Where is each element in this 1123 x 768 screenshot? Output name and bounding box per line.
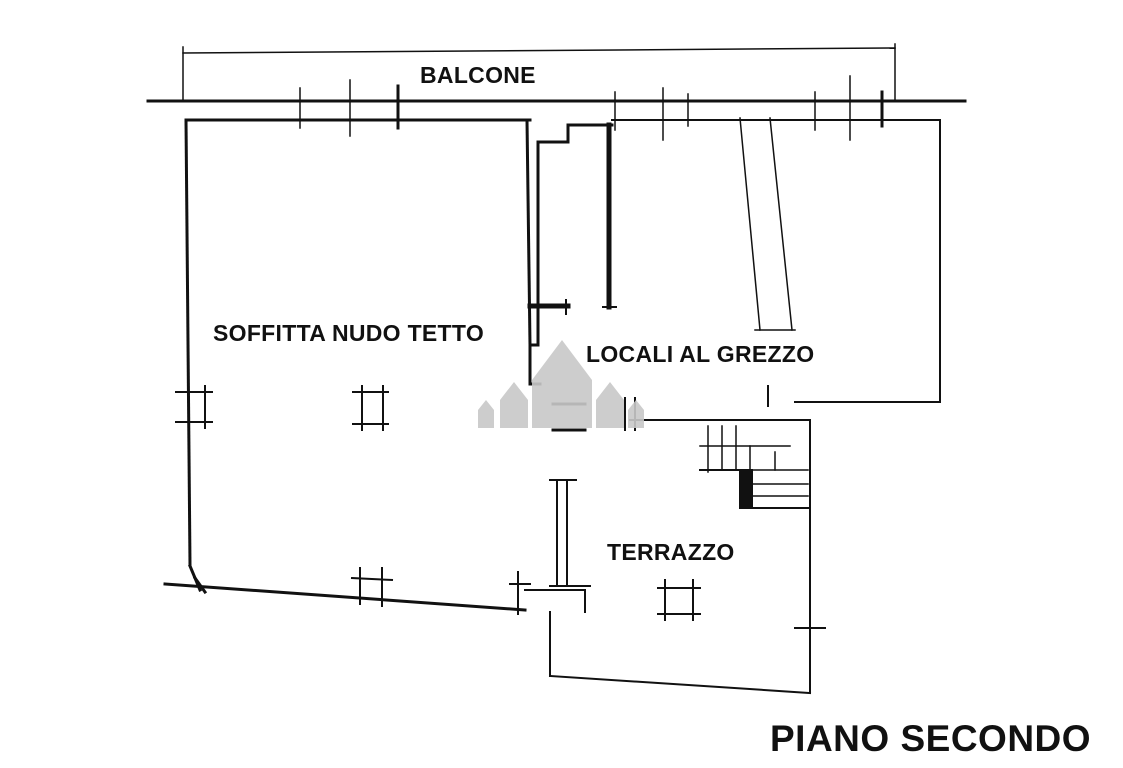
locali-label: LOCALI AL GREZZO: [586, 341, 815, 367]
balcony-tick-marks: [299, 75, 884, 141]
house-watermark-icon: [478, 340, 644, 428]
soffitta-bottom-wall-marks: [192, 567, 531, 615]
balcony-outline: [146, 43, 967, 103]
locali-room-outline: [528, 119, 941, 421]
balcone-label: BALCONE: [420, 62, 536, 88]
terrazzo-label: TERRAZZO: [607, 539, 735, 565]
staircase: [699, 425, 809, 509]
terrazzo-outline: [548, 419, 826, 695]
soffitta-room-outline: [163, 118, 586, 613]
locali-chimney-duct: [739, 117, 796, 331]
staircase-solid-landing: [739, 470, 753, 508]
locali-partition-wall: [602, 122, 617, 310]
soffitta-label: SOFFITTA NUDO TETTO: [213, 320, 485, 346]
terrazzo-pillar: [657, 579, 701, 621]
soffitta-left-wall-marks: [175, 385, 213, 429]
soffitta-pillar: [352, 385, 389, 431]
floor-title: PIANO SECONDO: [770, 718, 1092, 759]
